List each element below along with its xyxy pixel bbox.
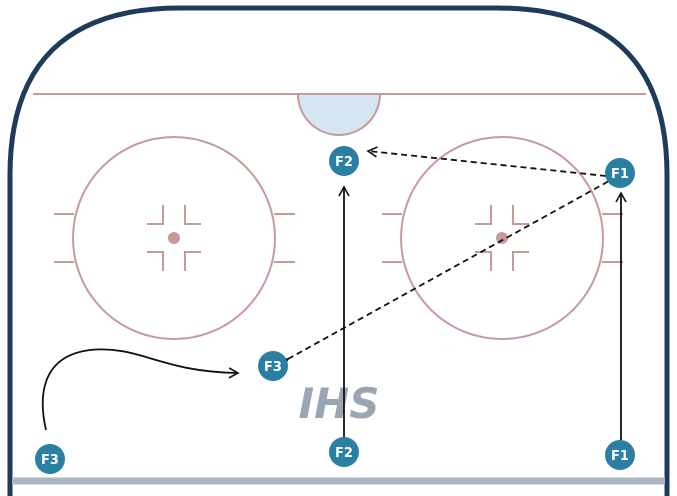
player-f3-final: F3 bbox=[258, 351, 288, 381]
right-faceoff-circle bbox=[382, 136, 623, 340]
player-f2-start: F2 bbox=[329, 437, 359, 467]
rink-boards bbox=[7, 5, 670, 496]
player-label: F3 bbox=[264, 360, 282, 375]
goal-crease bbox=[296, 93, 382, 136]
player-label: F2 bbox=[335, 155, 353, 170]
left-faceoff-dot bbox=[168, 232, 180, 244]
player-f1-start: F1 bbox=[605, 440, 635, 470]
left-faceoff-circle bbox=[54, 136, 295, 340]
player-f1-final: F1 bbox=[605, 158, 635, 188]
ihs-logo: IHS bbox=[298, 379, 379, 428]
pass-f3-to-f1 bbox=[277, 180, 610, 369]
player-f2-final: F2 bbox=[329, 146, 359, 176]
player-f3-start: F3 bbox=[35, 444, 65, 474]
player-label: F1 bbox=[611, 167, 629, 182]
player-label: F2 bbox=[335, 446, 353, 461]
player-label: F1 bbox=[611, 449, 629, 464]
player-label: F3 bbox=[41, 453, 59, 468]
f3-skate-path bbox=[41, 348, 240, 431]
